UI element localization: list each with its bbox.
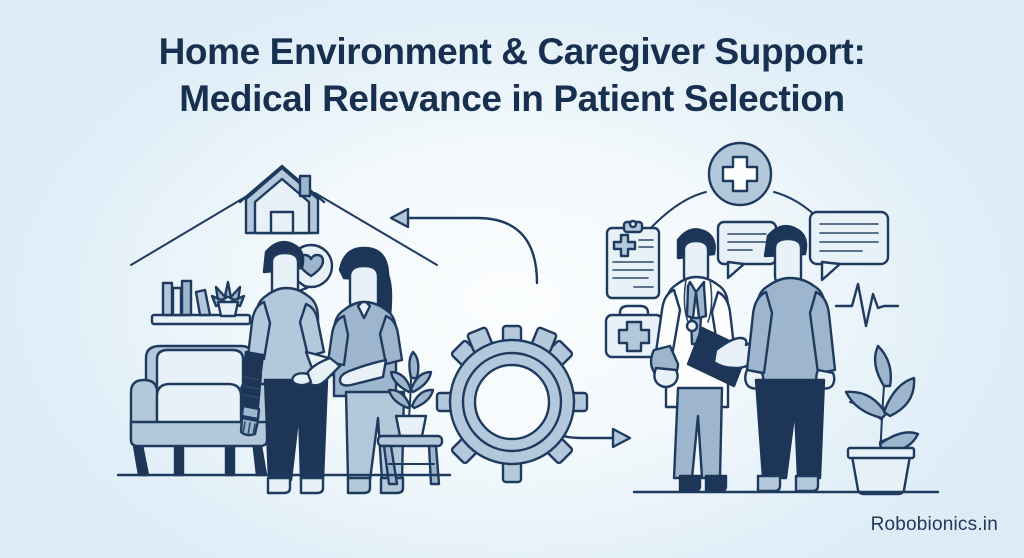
arrow-left-path: [395, 216, 539, 285]
medical-clipboard-icon: [605, 219, 661, 300]
shelf-potted-plant-icon: [210, 280, 246, 318]
table-potted-plant-icon: [387, 350, 435, 438]
doctor: [649, 228, 756, 493]
heartbeat-line-icon: [834, 282, 900, 328]
medical-cross-badge-icon: [707, 141, 773, 207]
clinical-consultation-scene: [604, 141, 940, 496]
arrow-right-icon: [611, 427, 632, 449]
prosthetic-arm-icon: [239, 350, 265, 437]
speech-bubble-icon: [808, 210, 890, 282]
arrow-left-icon: [389, 207, 410, 229]
home-environment-scene: [116, 164, 452, 495]
patient: [744, 224, 837, 493]
page-title: Home Environment & Caregiver Support: Me…: [0, 28, 1024, 122]
potted-plant-icon: [844, 344, 920, 496]
bookshelf-icon: [150, 279, 252, 326]
armchair-icon: [129, 344, 269, 477]
house-icon: [238, 164, 326, 235]
title-line-2: Medical Relevance in Patient Selection: [179, 78, 845, 119]
concept-illustration: .ln { fill: none; stroke: #1f3a5f; strok…: [116, 141, 940, 496]
brand-watermark: Robobionics.in: [870, 514, 998, 535]
process-connector: [389, 207, 632, 484]
home-roof-lines: [130, 192, 438, 266]
title-line-1: Home Environment & Caregiver Support:: [158, 31, 866, 72]
gear-icon: [435, 324, 589, 484]
